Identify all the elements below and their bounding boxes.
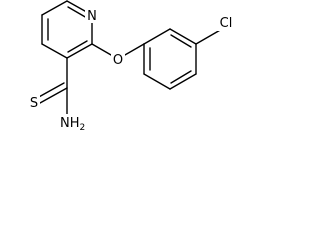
bond-c3-c4	[41, 43, 68, 59]
atom-labels: N O S NH2 Cl	[27, 8, 235, 133]
bond-c-s-double-b	[36, 82, 65, 99]
atom-label-o: O	[113, 53, 123, 68]
pyridine-ring	[41, 0, 93, 59]
bond-c2-c3	[66, 43, 93, 59]
bond-c2p-c3p	[169, 28, 197, 45]
bond-c1p-c2p	[143, 28, 171, 45]
thioamide-group	[36, 57, 68, 119]
atom-label-nh2: NH2	[60, 116, 85, 133]
bond-c-s-double-a	[39, 87, 68, 104]
bond-c4p-c5p	[169, 73, 197, 90]
bond-c2p-c3p-inner	[170, 34, 192, 48]
bond-c6-n-inner	[67, 6, 88, 19]
bond-c5-c6	[41, 0, 68, 16]
molecule-structure: N O S NH2 Cl	[27, 0, 235, 133]
atom-label-nh2-subscript: 2	[80, 123, 86, 133]
atom-label-cl: Cl	[220, 16, 233, 31]
bond-c4p-c5p-inner	[170, 70, 192, 84]
atom-label-n: N	[87, 9, 97, 24]
atom-label-nh: NH	[60, 116, 80, 131]
bond-c2-c3-inner	[67, 40, 88, 53]
bond-c5p-c6p	[143, 73, 171, 90]
chlorophenyl-ring	[143, 28, 223, 90]
bond-c3p-cl	[195, 28, 223, 45]
atom-label-s: S	[30, 96, 38, 111]
